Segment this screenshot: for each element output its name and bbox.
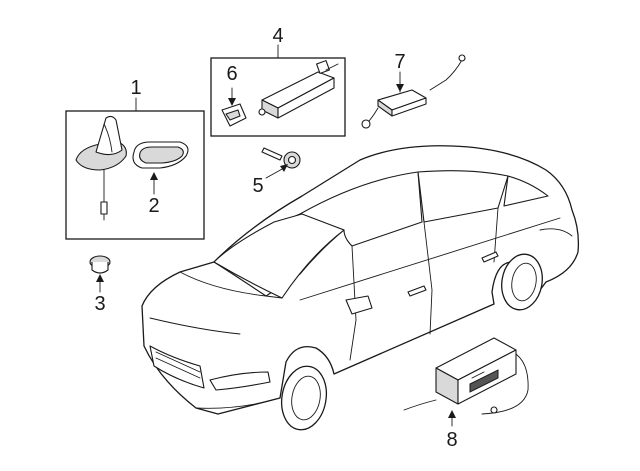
callout-3: 3	[94, 293, 106, 315]
control-module-part	[403, 337, 529, 427]
callout-2: 2	[148, 195, 160, 217]
screw-part	[261, 147, 301, 179]
callout-5: 5	[252, 175, 264, 197]
roof-antenna-part	[75, 115, 127, 221]
part-1-group-box	[65, 103, 205, 240]
callout-7: 7	[394, 51, 406, 73]
antenna-amplifier-part	[258, 60, 339, 119]
callout-1: 1	[130, 77, 142, 99]
grommet-part	[89, 255, 111, 293]
antenna-gasket-part	[132, 141, 189, 195]
callout-6: 6	[226, 63, 238, 85]
amplifier-bracket-part	[221, 87, 247, 127]
callout-8: 8	[446, 429, 458, 451]
antenna-cable-part	[361, 54, 466, 129]
callout-4: 4	[272, 25, 284, 47]
sedan-car-illustration	[141, 145, 580, 431]
